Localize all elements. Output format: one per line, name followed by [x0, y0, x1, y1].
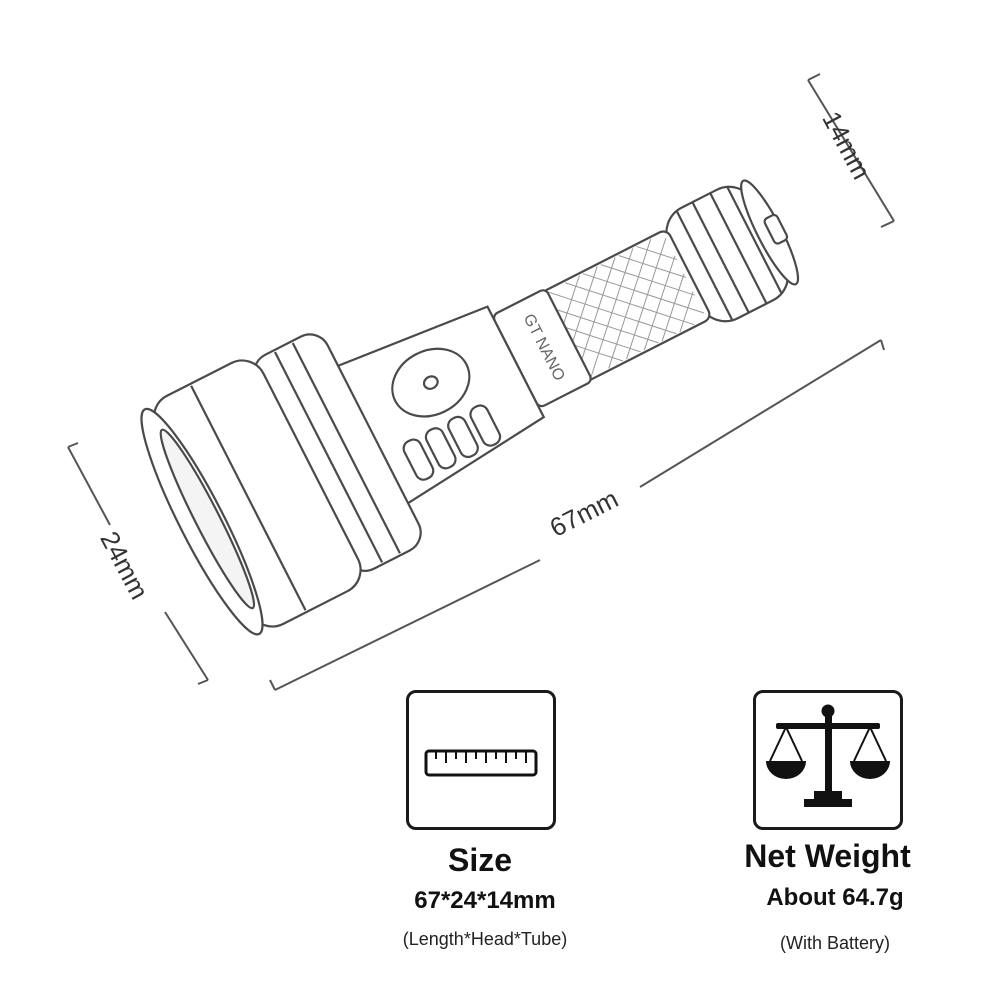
length-dimension-line — [269, 339, 885, 691]
size-value: 67*24*14mm — [414, 887, 556, 914]
size-icon-box — [406, 690, 556, 830]
weight-note: (With Battery) — [779, 933, 890, 953]
weight-title: Net Weight — [744, 838, 911, 874]
bezel — [140, 333, 422, 636]
size-title: Size — [447, 842, 513, 878]
size-note: (Length*Head*Tube) — [402, 929, 568, 949]
tube-dimension-line — [807, 73, 895, 228]
ruler-icon — [424, 749, 538, 777]
head-dimension-line — [67, 442, 209, 685]
weight-value: About 64.7g — [766, 884, 904, 911]
weight-icon-box — [753, 690, 903, 830]
balance-scale-icon — [766, 704, 890, 807]
engraving-band: GT NANO — [493, 289, 592, 408]
